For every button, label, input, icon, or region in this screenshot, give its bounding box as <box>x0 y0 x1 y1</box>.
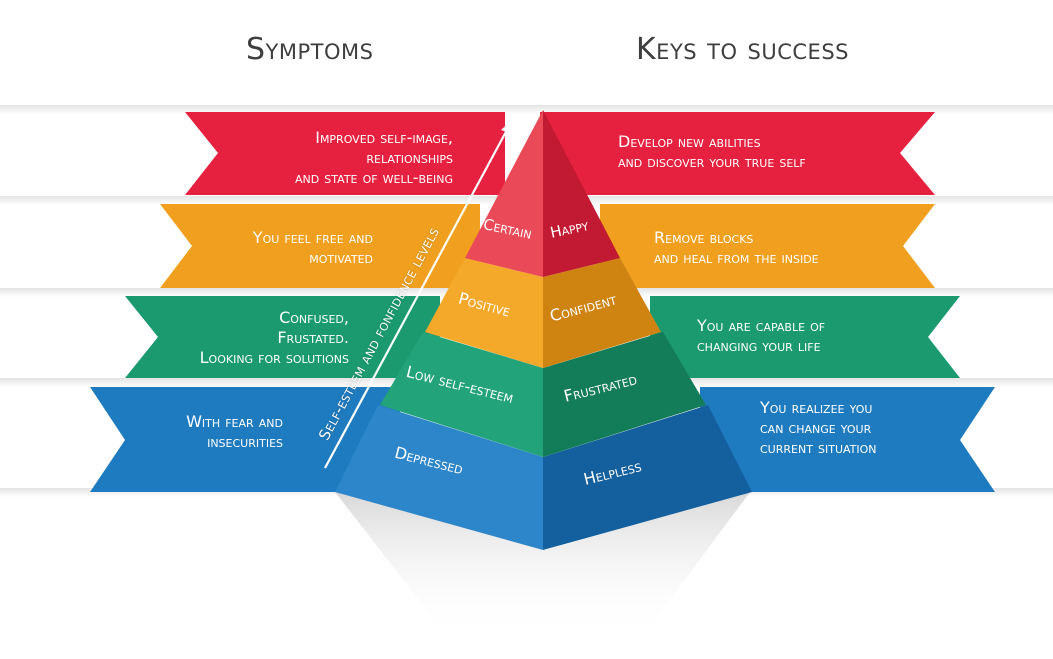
key-green: You are capable of changing your life <box>697 316 826 355</box>
symptom-red: Improved self-image, relationships and s… <box>294 128 453 187</box>
keys-to-success-heading: Keys to success <box>636 32 849 67</box>
symptom-blue: With fear and insecurities <box>186 412 283 451</box>
band-red <box>185 112 935 195</box>
band-orange <box>160 204 935 288</box>
confidence-arrow <box>324 120 513 469</box>
band-blue <box>90 387 995 492</box>
symptom-green: Confused, Frustated. Looking for solutio… <box>199 308 349 367</box>
symptoms-heading: Symptoms <box>246 32 374 67</box>
key-red: Develop new abilities and discover your … <box>618 132 806 171</box>
band-green <box>125 296 960 378</box>
pyramid-reflection <box>335 492 750 640</box>
key-orange: Remove blocks and heal from the inside <box>654 228 819 267</box>
key-blue: You realizee you can change your current… <box>760 398 877 457</box>
symptom-orange: You feel free and motivated <box>252 228 373 267</box>
pyramid <box>335 110 752 550</box>
